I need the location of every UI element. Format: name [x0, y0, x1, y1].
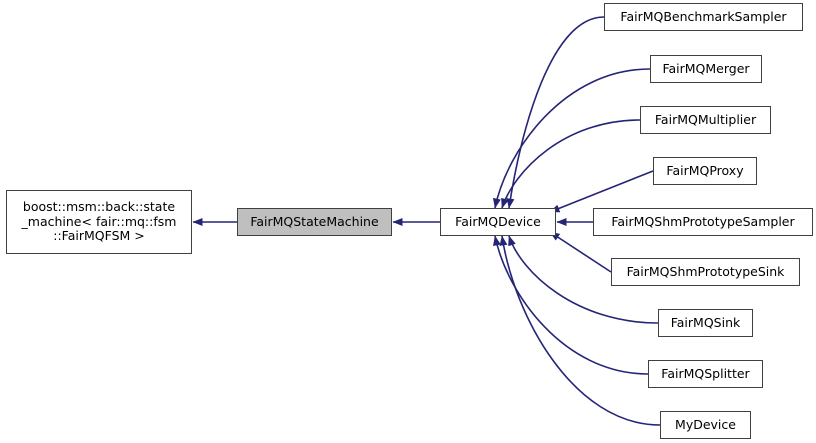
- node-fairmq-benchmark-sampler[interactable]: FairMQBenchmarkSampler: [604, 3, 803, 31]
- node-fairmq-shm-prototype-sampler[interactable]: FairMQShmPrototypeSampler: [593, 208, 813, 236]
- edge-fairmq-shm-prototype-sink-to-fairmq-device: [549, 231, 612, 273]
- edge-fairmq-merger-to-fairmq-device: [493, 68, 651, 209]
- node-label: FairMQMerger: [662, 61, 750, 77]
- node-my-device[interactable]: MyDevice: [660, 411, 751, 439]
- node-fairmq-sink[interactable]: FairMQSink: [658, 309, 753, 337]
- node-fairmq-multiplier[interactable]: FairMQMultiplier: [640, 106, 771, 134]
- node-label: FairMQMultiplier: [654, 112, 757, 128]
- node-label: FairMQSink: [670, 315, 741, 331]
- edge-fairmq-multiplier-to-fairmq-device: [501, 119, 641, 209]
- edge-fairmq-splitter-to-fairmq-device: [493, 235, 649, 375]
- node-label: boost::msm::back::state _machine< fair::…: [21, 199, 177, 244]
- node-label: MyDevice: [675, 417, 736, 433]
- edge-fairmq-benchmark-sampler-to-fairmq-device: [506, 16, 605, 209]
- node-label: FairMQShmPrototypeSink: [626, 264, 785, 280]
- node-label: FairMQStateMachine: [250, 214, 379, 230]
- node-fairmq-device[interactable]: FairMQDevice: [440, 208, 556, 236]
- node-fairmq-merger[interactable]: FairMQMerger: [650, 55, 762, 83]
- node-label: FairMQProxy: [666, 163, 744, 179]
- node-fairmq-splitter[interactable]: FairMQSplitter: [648, 360, 763, 388]
- node-fairmq-shm-prototype-sink[interactable]: FairMQShmPrototypeSink: [611, 258, 800, 286]
- node-fairmq-proxy[interactable]: FairMQProxy: [653, 157, 757, 185]
- node-label: FairMQDevice: [455, 214, 541, 230]
- node-label: FairMQSplitter: [661, 366, 750, 382]
- edge-fairmq-proxy-to-fairmq-device: [549, 170, 654, 213]
- node-boost-state-machine[interactable]: boost::msm::back::state _machine< fair::…: [6, 190, 192, 254]
- node-label: FairMQBenchmarkSampler: [620, 9, 787, 25]
- node-label: FairMQShmPrototypeSampler: [611, 214, 795, 230]
- node-fairmq-state-machine[interactable]: FairMQStateMachine: [237, 208, 392, 236]
